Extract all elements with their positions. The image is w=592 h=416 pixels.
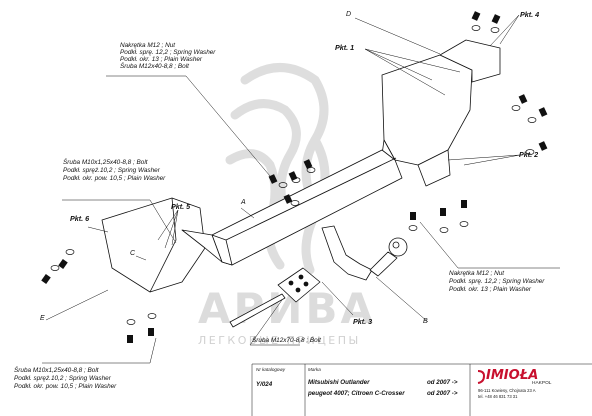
callout-right-nut: Nakrętka M12 ; Nut <box>449 270 505 277</box>
bracket-d-top-plate <box>439 39 501 83</box>
part-label-b: B <box>423 318 428 325</box>
callout-top-nut: Nakrętka M12 ; Nut <box>120 42 176 49</box>
callout-left-spring-washer: Podkł. spręż.10,2 ; Spring Washer <box>63 167 160 174</box>
point-label-6: Pkt. 6 <box>70 214 90 223</box>
socket-plate <box>277 267 321 303</box>
part-label-a: A <box>241 199 246 206</box>
callout-left-plain-washer: Podkł. okr. pow. 10,5 ; Plain Washer <box>63 175 166 182</box>
callout-center-bolt: Śruba M12x70-8,8 ; Bolt <box>252 337 321 344</box>
part-label-c: C <box>130 250 136 257</box>
callout-left-bolt: Śruba M10x1,25x40-8,8 ; Bolt <box>63 159 148 166</box>
callout-right-plain-washer: Podkł. okr. 13 ; Plain Washer <box>449 286 532 293</box>
point-label-1: Pkt. 1 <box>335 43 355 52</box>
company-logo: IMIOŁA <box>486 368 539 383</box>
part-label-d: D <box>346 11 352 18</box>
tow-arm <box>321 225 373 281</box>
part-label-e: E <box>40 315 45 322</box>
catalog-number-label: Nr katalogowy <box>256 367 286 372</box>
callout-bottom-bolt: Śruba M10x1,25x40-8,8 ; Bolt <box>14 367 99 374</box>
catalog-number: Y/024 <box>256 381 273 388</box>
company-sub: HAKPOL <box>532 381 552 386</box>
year-line-2: od 2007 -> <box>427 390 458 397</box>
point-label-4: Pkt. 4 <box>520 10 540 19</box>
bracket-c <box>101 197 206 293</box>
imiola-logo-icon <box>477 370 486 384</box>
brand-label: Marka <box>308 367 321 372</box>
company-phone: tel. +48 46 831 73 31 <box>478 394 518 399</box>
callout-bottom-spring-washer: Podkł. spręż.10,2 ; Spring Washer <box>14 375 111 382</box>
year-line-1: od 2007 -> <box>427 379 458 386</box>
watermark-tagline: ЛЕГКОВЫЕ ПРИЦЕПЫ <box>198 334 361 347</box>
bracket-d-side <box>417 149 451 187</box>
callout-top-plain-washer: Podkł. okr. 13 ; Plain Washer <box>120 56 203 63</box>
point-label-5: Pkt. 5 <box>171 202 191 211</box>
point-label-3: Pkt. 3 <box>353 317 373 326</box>
callout-right-spring-washer: Podkł. sprę. 12,2 ; Spring Washer <box>449 278 545 285</box>
point-label-2: Pkt. 2 <box>519 150 539 159</box>
vehicle-line-1: Mitsubishi Outlander <box>308 379 370 386</box>
company-address: 96-111 Kowiesy, Chojnata 23 A <box>478 388 536 393</box>
callout-top-spring-washer: Podkł. sprę. 12,2 ; Spring Washer <box>120 49 216 56</box>
callout-bottom-plain-washer: Podkł. okr. pow. 10,5 ; Plain Washer <box>14 383 117 390</box>
vehicle-line-2: peugeot 4007; Citroen C-Crosser <box>308 390 405 397</box>
callout-top-bolt: Śruba M12x40-8,8 ; Bolt <box>120 63 189 70</box>
